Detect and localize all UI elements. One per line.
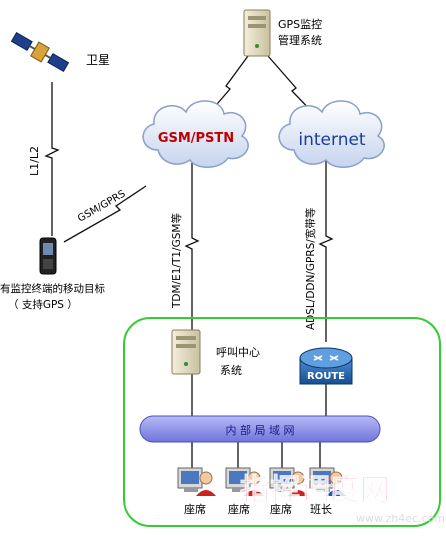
lan-enclosure [123,317,441,527]
l1l2-label: L1/L2 [28,146,41,176]
route-label: ROUTE [307,371,345,382]
watermark-text: 指挥调度网 [240,473,390,508]
internet-cloud: internet [278,100,385,168]
internet-label: internet [298,130,366,150]
gsm-pstn-cloud: GSM/PSTN [142,100,249,168]
call-center-label-2: 系统 [220,364,242,377]
watermark: 指挥调度网 www.zh4ec.com [240,473,445,525]
seat-label-4: 班长 [310,503,332,516]
workstation-3 [269,467,308,496]
satellite-icon [10,31,70,73]
satellite-label: 卫星 [86,53,110,67]
mobile-target-label-1: 有监控终端的移动目标 [0,282,105,295]
gps-server-icon [243,9,271,57]
tdm-label: TDM/E1/T1/GSM等 [170,213,183,309]
router-icon: ROUTE [299,347,353,385]
connection-lines [44,55,334,468]
workstation-1 [177,467,216,496]
adsl-label: ADSL/DDN/GPRS/宽带等 [304,207,317,330]
lan-label: 内 部 局 域 网 [226,423,295,437]
seat-label-2: 座席 [228,502,250,516]
seat-label-3: 座席 [270,502,292,516]
call-center-label-1: 呼叫中心 [216,346,260,359]
call-center-server-icon [171,329,201,375]
gps-server-label-2: 管理系统 [278,33,322,47]
workstation-2 [225,467,264,496]
gps-server-label-1: GPS监控 [278,17,322,31]
lan-bus: 内 部 局 域 网 [139,415,381,443]
mobile-target-label-2: （ 支持GPS ） [8,298,78,311]
mobile-phone-icon [39,237,57,275]
watermark-url: www.zh4ec.com [356,512,445,525]
gsm-gprs-label: GSM/GPRS [76,188,128,224]
gsm-pstn-label: GSM/PSTN [158,131,234,146]
seat-label-1: 座席 [184,502,206,516]
workstation-4 [309,467,346,496]
